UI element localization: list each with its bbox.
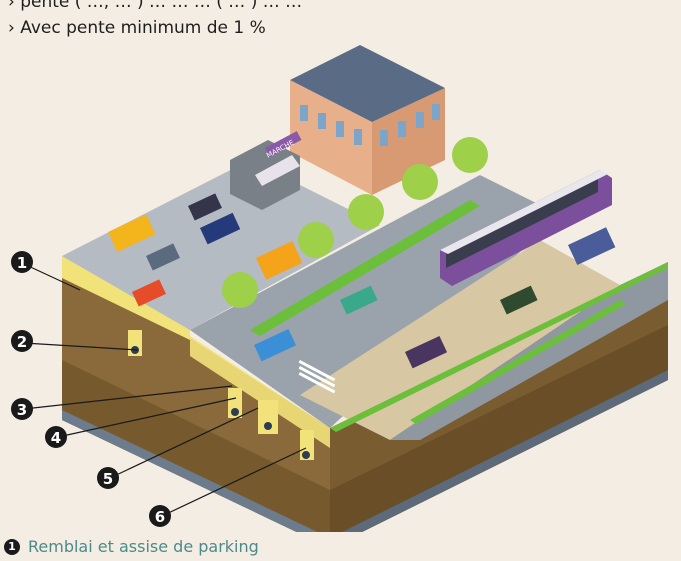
grass-strip-2 (330, 262, 668, 432)
legend-bar: 1 Remblai et assise de parking (0, 532, 468, 561)
marker-1: 1 (11, 251, 33, 273)
marker-4: 4 (45, 426, 67, 448)
marker-2: 2 (11, 330, 33, 352)
tram (440, 170, 612, 286)
svg-text:1: 1 (17, 254, 27, 272)
leader-lines (23, 263, 307, 517)
pipe-3 (264, 422, 272, 430)
svg-text:5: 5 (103, 470, 113, 488)
pipe-4 (302, 451, 310, 459)
intro-line-1: › pente ( …, … ) … … … ( … ) … … (8, 0, 303, 12)
pipe-2 (231, 408, 239, 416)
marker-6: 6 (149, 505, 171, 527)
trees (222, 137, 488, 308)
intro-line-2: › Avec pente minimum de 1 % (8, 18, 266, 38)
legend-text: Remblai et assise de parking (28, 537, 259, 556)
crosswalk (298, 359, 336, 394)
grass-strip-3 (410, 300, 626, 424)
tram-pavement (300, 240, 620, 440)
base-layer-left (62, 410, 330, 548)
deep-soil-band-left (62, 360, 330, 548)
fill-layer-parking (62, 256, 190, 340)
building-roof (290, 45, 445, 122)
svg-text:2: 2 (17, 333, 27, 351)
building-left-face (290, 80, 372, 195)
cars (108, 193, 616, 369)
grass-strip-1 (250, 200, 480, 336)
svg-text:3: 3 (17, 401, 27, 419)
shop-awning (255, 155, 300, 186)
deep-soil-band-right (330, 325, 668, 548)
base-layer-right (330, 370, 668, 548)
shop-sign-board (265, 131, 302, 157)
fill-layer-road (190, 336, 330, 448)
svg-text:4: 4 (51, 429, 61, 447)
parking-surface (62, 160, 380, 330)
building-windows (300, 104, 440, 146)
marker-3: 3 (11, 398, 33, 420)
legend-number-badge: 1 (4, 538, 20, 555)
fill-trench-3 (258, 400, 278, 434)
marker-5: 5 (97, 467, 119, 489)
svg-text:6: 6 (155, 508, 165, 526)
